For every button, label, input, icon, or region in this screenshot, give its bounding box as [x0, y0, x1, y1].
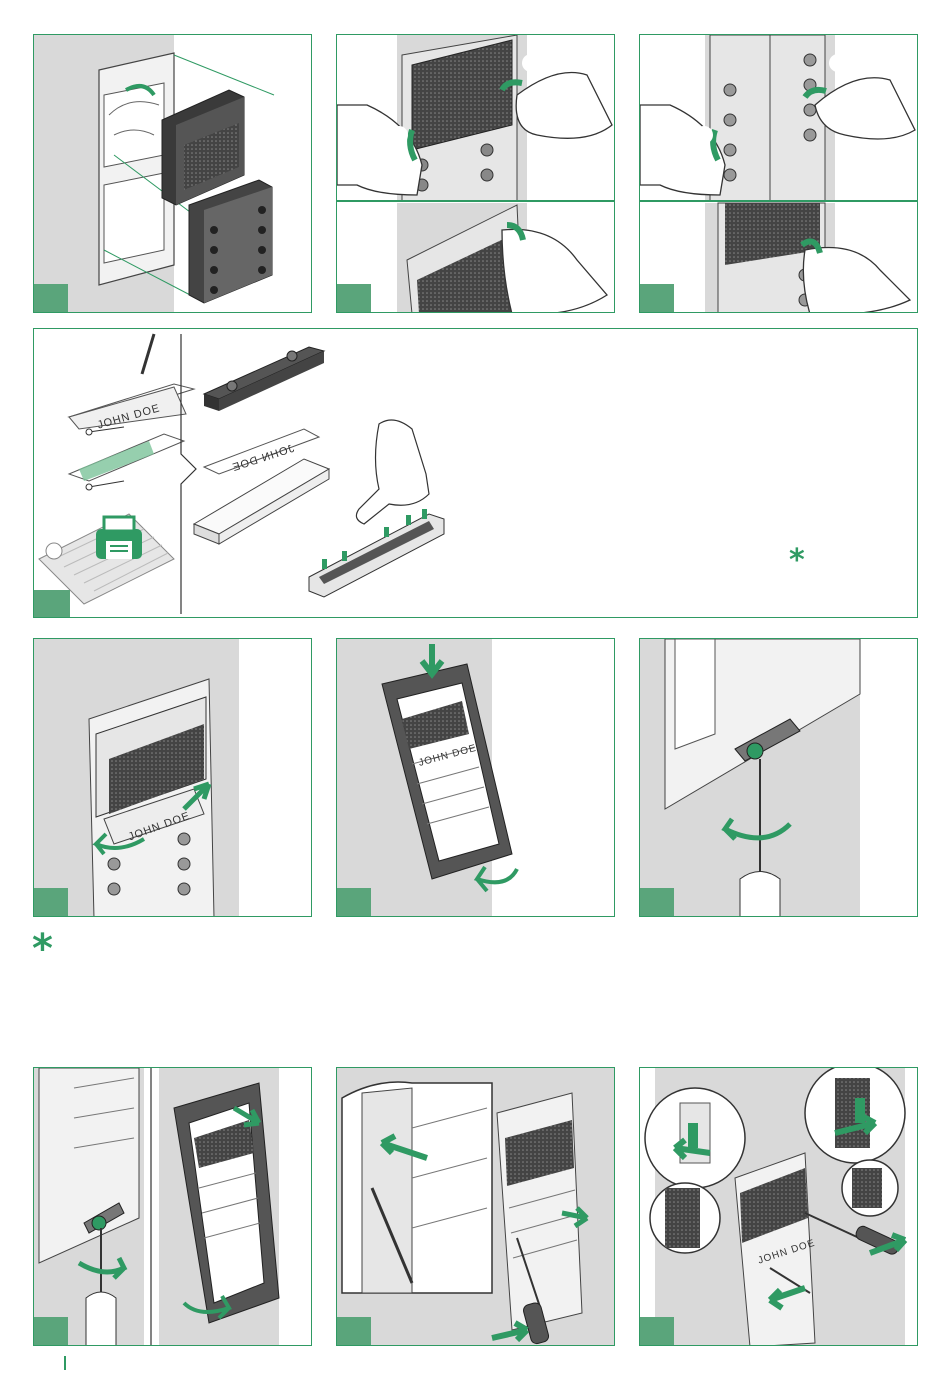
panel-step-6: JOHN DOE	[336, 638, 615, 917]
illustration-snap-module	[337, 35, 615, 313]
illustration-release-module	[337, 1068, 615, 1346]
step-number-box	[34, 1317, 68, 1345]
step-number-box	[337, 888, 371, 916]
panel-step-7	[639, 638, 918, 917]
step-number-box	[640, 888, 674, 916]
step-number-box	[640, 1317, 674, 1345]
illustration-insert-tag: JOHN DOE	[34, 639, 312, 917]
step-number-box	[34, 888, 68, 916]
illustration-snap-keypad	[640, 35, 918, 313]
panel-step-2	[336, 34, 615, 313]
asterisk-note-marker: *	[789, 543, 805, 578]
illustration-cover-frame: JOHN DOE	[337, 639, 615, 917]
panel-step-9	[336, 1067, 615, 1346]
panel-step-10: JOHN DOE	[639, 1067, 918, 1346]
illustration-name-tag: JOHN DOE JOHN DOE	[34, 329, 918, 618]
step-number-box	[337, 284, 371, 312]
step-number-box	[34, 284, 68, 312]
panel-step-4: JOHN DOE JOHN DOE	[33, 328, 918, 618]
step-number-box	[640, 284, 674, 312]
panel-step-5: JOHN DOE	[33, 638, 312, 917]
panel-step-8	[33, 1067, 312, 1346]
asterisk-note-marker: *	[32, 926, 53, 972]
panel-step-3	[639, 34, 918, 313]
illustration-remove-frame	[34, 1068, 312, 1346]
printer-icon	[96, 517, 142, 559]
illustration-remove-module: JOHN DOE	[640, 1068, 918, 1346]
step-number-box	[34, 590, 70, 617]
step-number-box	[337, 1317, 371, 1345]
panel-step-1	[33, 34, 312, 313]
illustration-tighten-screw	[640, 639, 918, 917]
footer-accent-bar	[64, 1356, 66, 1370]
illustration-mount-module	[34, 35, 312, 313]
